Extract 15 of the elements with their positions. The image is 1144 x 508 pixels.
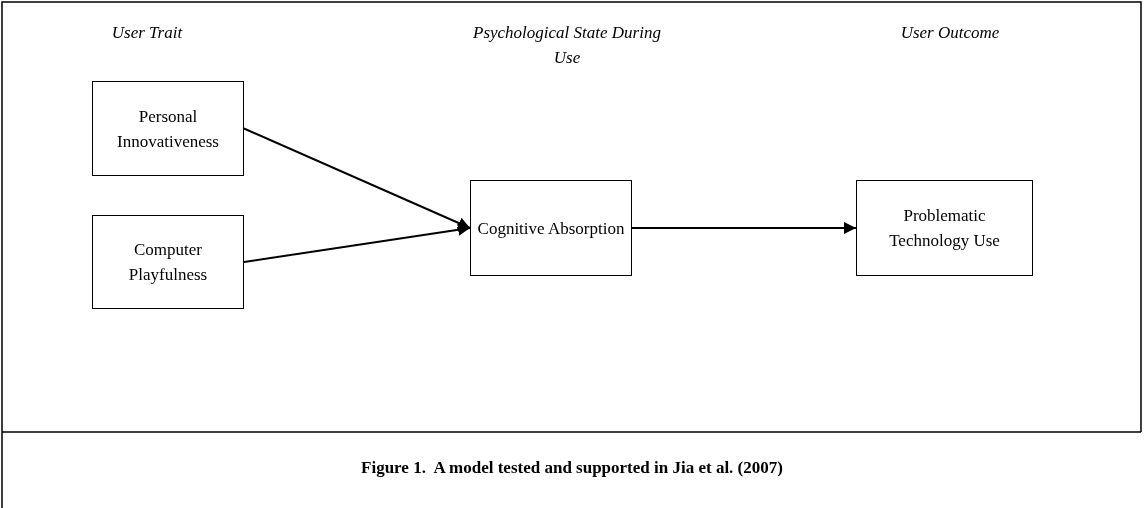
process-box bbox=[470, 180, 632, 276]
node-label: Cognitive Absorption bbox=[476, 217, 626, 240]
process-box bbox=[92, 215, 244, 309]
process-box bbox=[92, 81, 244, 176]
process-box bbox=[856, 180, 1033, 276]
column-heading: User Outcome bbox=[899, 22, 1001, 44]
figure-caption: Figure 1. A model tested and supported in Jia et al. (2007) bbox=[360, 458, 784, 478]
node-label: Personal Innovativeness bbox=[116, 105, 220, 153]
arrow bbox=[631, 222, 857, 234]
arrow bbox=[243, 223, 471, 263]
node-label: Problematic Technology Use bbox=[888, 205, 1001, 252]
column-heading: Psychological State During Use bbox=[472, 22, 662, 69]
arrow bbox=[243, 127, 471, 229]
node-label: Computer Playfulness bbox=[127, 239, 209, 286]
column-heading: User Trait bbox=[110, 22, 184, 44]
